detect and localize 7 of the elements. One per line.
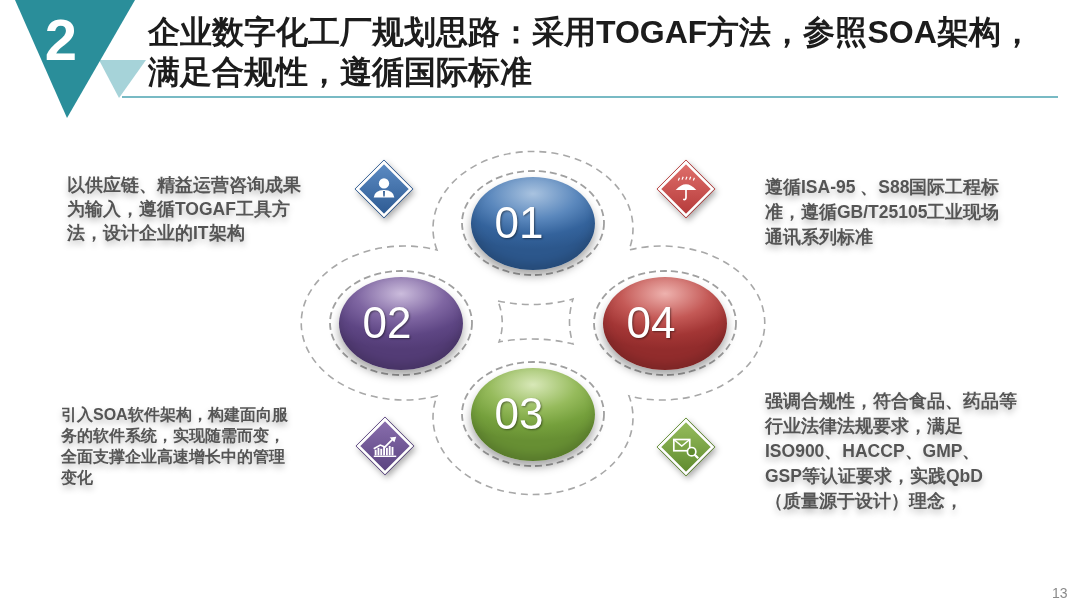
description-text: 遵循ISA-95 、S88国际工程标准，遵循GB/T25105工业现场通讯系列标准 [765,176,1001,249]
description-text: 强调合规性，符合食品、药品等行业法律法规要求，满足ISO900、HACCP、GMP、GSP等认证要求，实践QbD（质量源于设计）理念， [765,390,1017,513]
page-number: 13 [1052,584,1068,602]
title: 企业数字化工厂规划思路：采用TOGAF方法，参照SOA架构，满足合规性，遵循国际标准 [148,13,1034,92]
number-triangle: 2 [15,0,135,118]
description-text: 以供应链、精益运营咨询成果为输入，遵循TOGAF工具方法，设计企业的IT架构 [67,174,302,245]
description-text: 引入SOA软件架构，构建面向服务的软件系统，实现随需而变，全面支撑企业高速增长中的管理变化 [61,405,289,488]
